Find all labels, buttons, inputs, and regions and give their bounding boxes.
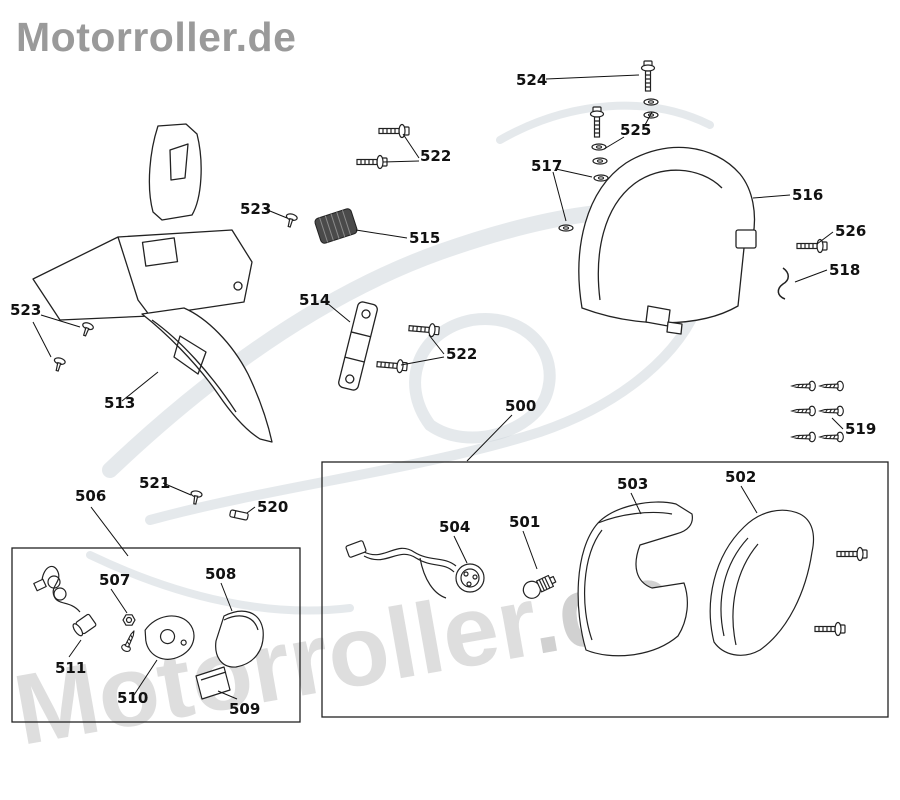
callout-503: 503: [617, 475, 649, 493]
front-fender: [32, 123, 273, 443]
callout-522-a: 522: [420, 147, 452, 165]
brand-logo[interactable]: Motorroller.de: [16, 14, 297, 60]
nut-507: [122, 614, 136, 626]
callout-521: 521: [139, 474, 171, 492]
harness-wires-504: [363, 547, 457, 567]
housing-510: [144, 615, 195, 660]
lens-508: [215, 610, 264, 668]
screw-519: [819, 431, 844, 443]
screw-519: [791, 380, 816, 392]
round-connector: [455, 563, 485, 593]
washer: [643, 98, 659, 106]
callout-526: 526: [835, 222, 867, 240]
wire-plug: [33, 578, 47, 592]
callout-509: 509: [229, 700, 261, 718]
taillight-group-parts: [345, 501, 815, 657]
washer-517: [558, 224, 574, 232]
callout-523-b: 523: [10, 301, 42, 319]
harness-plug: [345, 540, 367, 558]
group-500-box: [321, 461, 889, 718]
callout-513: 513: [104, 394, 136, 412]
bolt-522-b: [356, 154, 388, 170]
bolt-box-right-2: [814, 621, 846, 637]
callout-508: 508: [205, 565, 237, 583]
bolt-522-c: [407, 321, 441, 338]
pad-509: [195, 666, 231, 700]
screw-519: [819, 380, 844, 392]
callout-522-b: 522: [446, 345, 478, 363]
callout-501: 501: [509, 513, 541, 531]
taillight-lens-502: [709, 509, 815, 656]
callout-516: 516: [792, 186, 824, 204]
clip-523-a: [283, 212, 299, 229]
group-506-box: [11, 547, 301, 723]
callout-514: 514: [299, 291, 331, 309]
leader-lines: [32, 74, 844, 700]
bulb-socket-511: [72, 613, 97, 637]
callout-524: 524: [516, 71, 548, 89]
clip-523-c: [51, 356, 67, 373]
screw-519: [819, 405, 844, 417]
bolt-522-d: [375, 357, 409, 374]
callout-517: 517: [531, 157, 563, 175]
pin-520: [229, 509, 249, 521]
clip-523-b: [78, 320, 95, 339]
callout-500: 500: [505, 397, 537, 415]
bulb-501: [522, 574, 557, 599]
bolt-525: [589, 106, 605, 138]
bracket-514: [338, 301, 378, 391]
callout-506: 506: [75, 487, 107, 505]
headlight-group-parts: [33, 565, 264, 700]
callout-519: 519: [845, 420, 877, 438]
callout-518: 518: [829, 261, 861, 279]
callout-525: 525: [620, 121, 652, 139]
callout-515: 515: [409, 229, 441, 247]
callout-502: 502: [725, 468, 757, 486]
callout-520: 520: [257, 498, 289, 516]
callout-507: 507: [99, 571, 131, 589]
bolt-box-right-1: [836, 546, 868, 562]
washer: [592, 157, 608, 165]
wire-coil: [41, 565, 81, 613]
washer: [593, 174, 609, 182]
reflector-515: [314, 208, 358, 244]
callout-510: 510: [117, 689, 149, 707]
group-boxes: [11, 461, 889, 723]
bolt-524: [640, 60, 656, 92]
hook-518: [777, 267, 789, 300]
fasteners: [51, 60, 868, 637]
callout-523-a: 523: [240, 200, 272, 218]
rear-fender: [578, 146, 757, 335]
screw-519: [791, 431, 816, 443]
screw-519: [791, 405, 816, 417]
bolt-526: [796, 238, 828, 254]
washer: [591, 143, 607, 151]
callout-511: 511: [55, 659, 87, 677]
taillight-housing-503: [577, 501, 693, 657]
callout-504: 504: [439, 518, 471, 536]
